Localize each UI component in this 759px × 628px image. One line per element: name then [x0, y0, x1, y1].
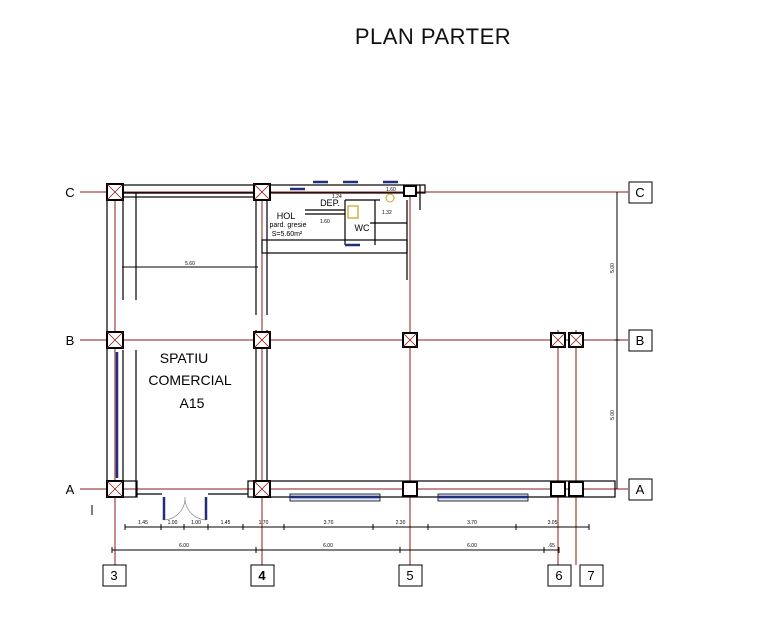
room-hol-finish: pard. gresie	[270, 222, 307, 229]
row-axis-labels: C B A C B A	[65, 181, 653, 501]
dim-label: 1.00	[168, 520, 178, 526]
dim-label: 6.00	[323, 543, 333, 549]
bottom-detail-dimensions: 1.45 1.00 1.00 1.45 1.70 3.70 2.30 3.70 3.05	[124, 520, 590, 530]
axis-left-b: B	[66, 333, 75, 348]
axis-7: 7	[587, 568, 594, 583]
axis-6: 6	[555, 568, 562, 583]
axis-left-c: C	[65, 185, 74, 200]
dim-label: 3.70	[467, 520, 477, 526]
walls: 5.60 1.24 1.60 1.32 1.60	[91, 180, 616, 521]
dim-label: 1.00	[191, 520, 201, 526]
dim-label: 1.45	[221, 520, 231, 526]
room-main-line2: COMERCIAL	[148, 372, 231, 388]
dim-label: 6.00	[467, 543, 477, 549]
axis-5: 5	[406, 568, 413, 583]
plan-title: PLAN PARTER	[355, 24, 511, 49]
room-hol-area: S=5.60m²	[272, 231, 303, 238]
axis-3: 3	[110, 568, 117, 583]
dim-interior-span: 5.60	[185, 261, 195, 267]
dim-right-2: 5.00	[610, 410, 616, 420]
dim-annex-2: 1.60	[320, 219, 330, 225]
room-wc-name: WC	[355, 223, 370, 233]
room-labels: SPATIU COMERCIAL A15 HOL pard. gresie S=…	[148, 198, 370, 411]
room-dep-name: DEP.	[320, 198, 340, 208]
dim-label: 3.05	[548, 520, 558, 526]
dim-right-1: 5.00	[610, 263, 616, 273]
dim-label: 1.70	[259, 520, 269, 526]
axis-4: 4	[258, 568, 266, 583]
dim-label: .65	[548, 543, 555, 549]
axis-right-a: A	[636, 482, 645, 497]
dim-label: 2.30	[396, 520, 406, 526]
columns	[106, 183, 584, 498]
dim-annex-3: 1.32	[382, 210, 392, 216]
dim-label: 6.00	[179, 543, 189, 549]
double-door-icon	[163, 496, 207, 521]
room-hol-name: HOL	[277, 211, 296, 221]
washbasin-icon	[347, 205, 359, 219]
right-dimension: 5.00 5.00	[610, 192, 620, 489]
dim-annex-1: 1.24	[332, 194, 342, 200]
column-axis-labels: 3 4 5 6 7	[102, 564, 604, 587]
axis-left-a: A	[66, 482, 75, 497]
bottom-axis-dimensions: 6.00 6.00 6.00 .65	[111, 543, 560, 553]
room-main-line3: A15	[180, 395, 205, 411]
axis-right-c: C	[635, 185, 644, 200]
dim-annex-4: 1.60	[386, 187, 396, 193]
axis-right-b: B	[636, 333, 645, 348]
room-main-line1: SPATIU	[160, 350, 209, 366]
dim-label: 1.45	[138, 520, 148, 526]
dim-label: 3.70	[324, 520, 334, 526]
toilet-icon	[385, 193, 395, 203]
